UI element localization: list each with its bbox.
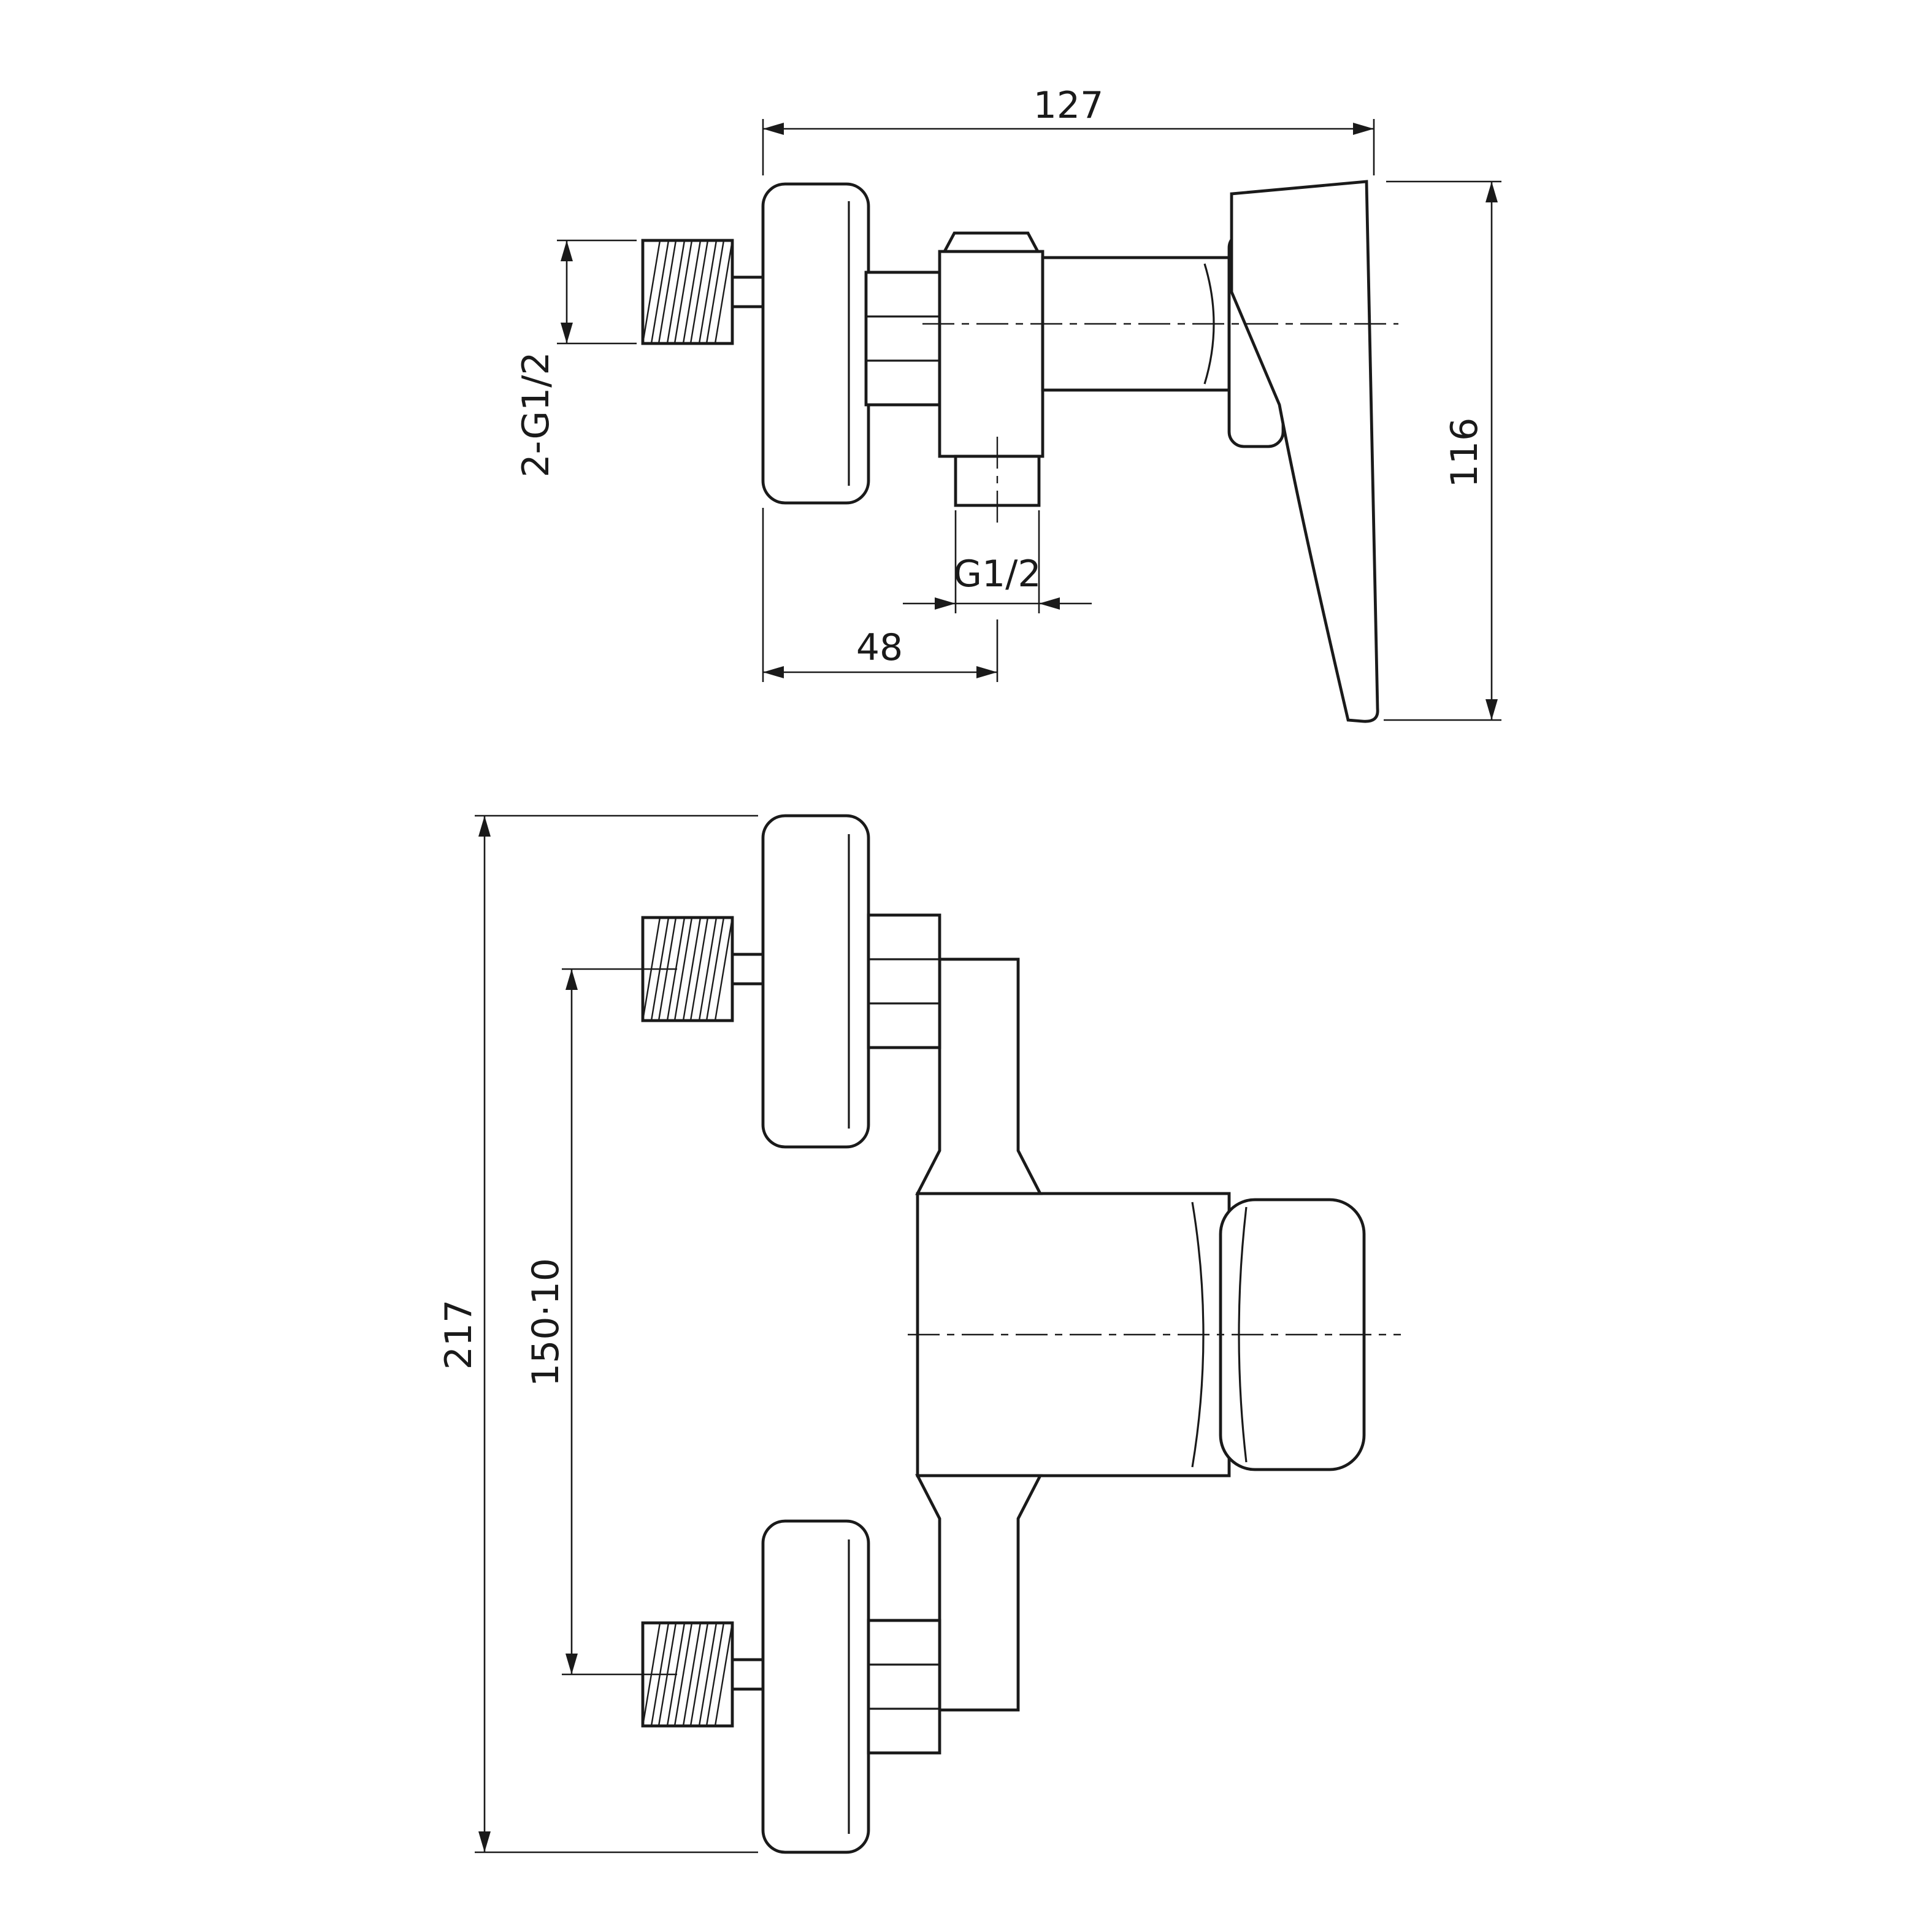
dim-arrow [763, 123, 784, 135]
supply-thread [641, 239, 734, 345]
dim-arrow [763, 666, 784, 678]
housing-cap [942, 231, 1040, 253]
upper-connector-tube [915, 957, 1043, 1195]
dim-arrow [478, 1831, 491, 1852]
thread-hatch [642, 240, 734, 344]
handle-lever [1230, 180, 1379, 723]
dim-arrow [1485, 699, 1498, 720]
mounting-nut [864, 270, 941, 407]
dim-label-height: 116 [1443, 418, 1486, 488]
dim-height: 116 [1384, 180, 1501, 721]
dim-overall-height: 217 [437, 815, 758, 1853]
plan-view: 217 150·10 [437, 814, 1401, 1854]
side-parts [641, 180, 1379, 723]
mounting-nut-lower [867, 1619, 941, 1755]
dim-arrow [565, 1654, 578, 1674]
wall-flange [761, 182, 870, 505]
lower-connector-tube [915, 1474, 1043, 1712]
dim-outlet-thread: G1/2 [903, 510, 1092, 613]
dim-outlet-offset: 48 [762, 508, 999, 682]
dim-arrow [561, 240, 573, 261]
plan-parts [641, 814, 1366, 1854]
dim-arrow [976, 666, 997, 678]
side-view: 127 116 G1/2 48 [515, 84, 1501, 723]
dim-arrow [561, 323, 573, 343]
dim-label-inlet-thread: 2-G1/2 [515, 351, 558, 477]
dim-arrow [565, 969, 578, 990]
valve-housing [938, 250, 1045, 458]
dim-label-outlet-offset: 48 [856, 626, 903, 669]
dim-arrow [1353, 123, 1374, 135]
mounting-nut-upper [867, 913, 941, 1049]
dim-arrow [478, 816, 491, 837]
dim-label-outlet-thread: G1/2 [953, 553, 1041, 596]
dim-inlet-spacing: 150·10 [524, 968, 677, 1676]
dim-label-spacing: 150·10 [524, 1258, 567, 1387]
dim-arrow [1485, 182, 1498, 202]
dim-label-width: 127 [1033, 84, 1104, 127]
dim-label-overall: 217 [437, 1300, 480, 1370]
dim-inlet-thread: 2-G1/2 [515, 239, 637, 478]
dim-arrow [935, 597, 956, 610]
dim-arrow [1039, 597, 1060, 610]
wall-flange-lower [761, 1519, 870, 1854]
wall-flange-upper [761, 814, 870, 1149]
dim-width: 127 [762, 84, 1375, 175]
